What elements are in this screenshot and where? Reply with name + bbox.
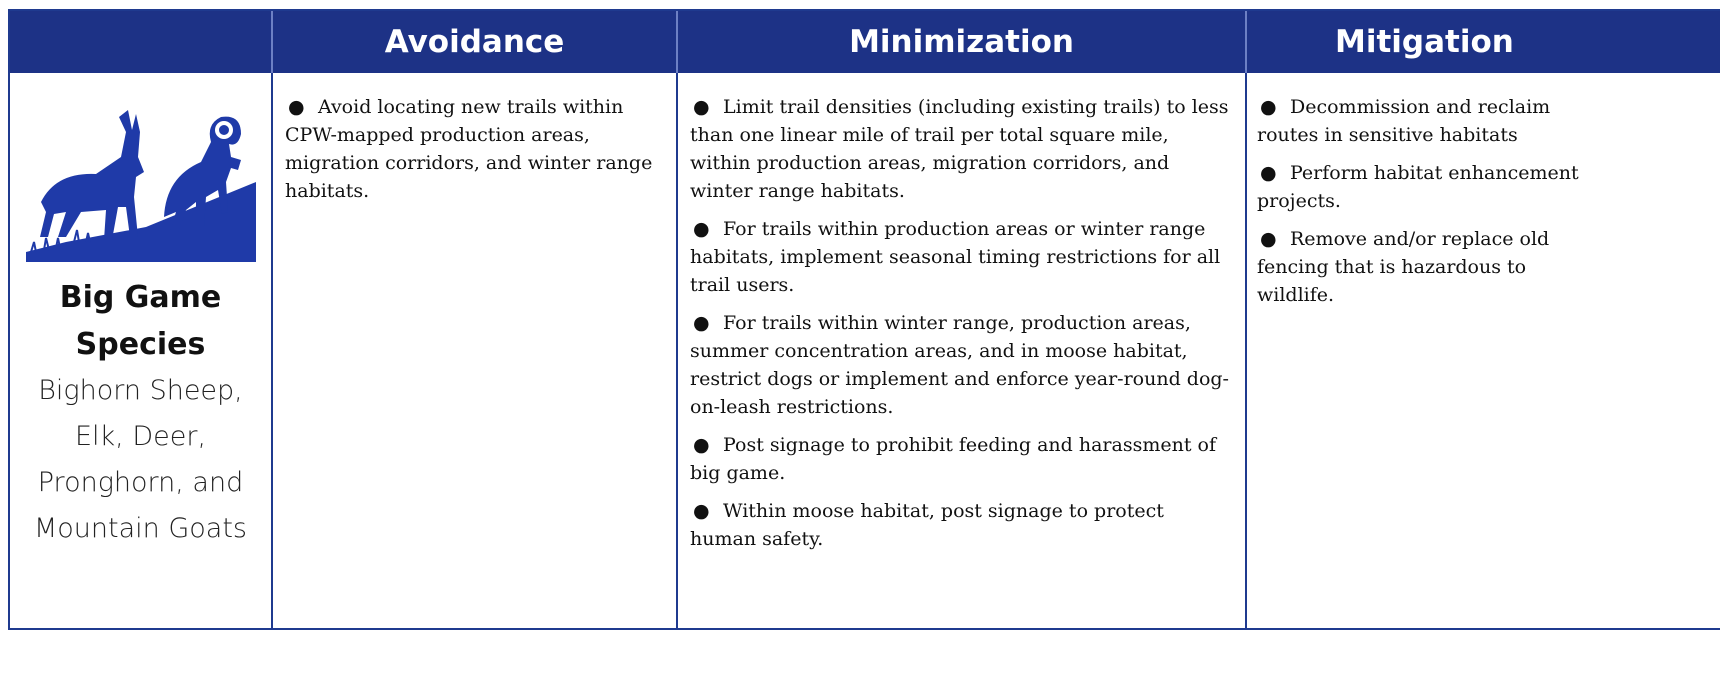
bullet-icon: ● — [693, 500, 710, 522]
bullet-icon: ● — [693, 434, 710, 456]
table-row: Big Game Species Bighorn Sheep, Elk, Dee… — [10, 73, 1720, 628]
minimization-text: Post signage to prohibit feeding and har… — [690, 434, 1216, 484]
minimization-text: Limit trail densities (including existin… — [690, 96, 1229, 202]
table-header: Avoidance Minimization Mitigation — [10, 11, 1720, 73]
bullet-icon: ● — [288, 96, 305, 118]
list-item: ●Limit trail densities (including existi… — [690, 93, 1235, 205]
header-minimization: Minimization — [678, 11, 1247, 73]
header-blank — [10, 11, 273, 73]
bullet-icon: ● — [1260, 96, 1277, 118]
list-item: ●Decommission and reclaim routes in sens… — [1257, 93, 1587, 149]
species-title-line2: Species — [75, 327, 206, 362]
mitigation-table: Avoidance Minimization Mitigation Big Ga… — [8, 9, 1720, 630]
list-item: ●Within moose habitat, post signage to p… — [690, 497, 1235, 553]
bullet-icon: ● — [693, 218, 710, 240]
bullet-icon: ● — [1260, 162, 1277, 184]
list-item: ●Perform habitat enhancement projects. — [1257, 159, 1587, 215]
list-item: ●Post signage to prohibit feeding and ha… — [690, 431, 1235, 487]
minimization-text: For trails within winter range, producti… — [690, 312, 1229, 418]
bullet-icon: ● — [693, 96, 710, 118]
list-item: ●For trails within winter range, product… — [690, 309, 1235, 421]
minimization-cell: ●Limit trail densities (including existi… — [678, 73, 1247, 628]
mitigation-text: Remove and/or replace old fencing that i… — [1257, 228, 1550, 306]
species-list-line2: Elk, Deer, — [74, 421, 207, 452]
mitigation-text: Decommission and reclaim routes in sensi… — [1257, 96, 1551, 146]
mitigation-cell: ●Decommission and reclaim routes in sens… — [1247, 73, 1720, 628]
big-game-silhouette-icon — [25, 102, 256, 262]
header-mitigation: Mitigation — [1335, 24, 1514, 60]
list-item: ●Avoid locating new trails within CPW-ma… — [285, 93, 666, 205]
species-title: Big Game Species — [10, 274, 271, 368]
species-title-line1: Big Game — [59, 280, 222, 315]
bullet-icon: ● — [693, 312, 710, 334]
mitigation-text: Perform habitat enhancement projects. — [1257, 162, 1579, 212]
list-item: ●Remove and/or replace old fencing that … — [1257, 225, 1587, 309]
header-avoidance: Avoidance — [273, 11, 678, 73]
avoidance-text: Avoid locating new trails within CPW-map… — [285, 96, 653, 202]
species-list-line1: Bighorn Sheep, — [38, 375, 243, 406]
bullet-icon: ● — [1260, 228, 1277, 250]
species-list-line3: Pronghorn, and — [37, 467, 244, 498]
species-cell: Big Game Species Bighorn Sheep, Elk, Dee… — [10, 73, 273, 628]
species-list-line4: Mountain Goats — [33, 513, 247, 544]
minimization-text: Within moose habitat, post signage to pr… — [690, 500, 1164, 550]
avoidance-cell: ●Avoid locating new trails within CPW-ma… — [273, 73, 678, 628]
minimization-text: For trails within production areas or wi… — [690, 218, 1221, 296]
species-list: Bighorn Sheep, Elk, Deer, Pronghorn, and… — [10, 368, 271, 552]
list-item: ●For trails within production areas or w… — [690, 215, 1235, 299]
